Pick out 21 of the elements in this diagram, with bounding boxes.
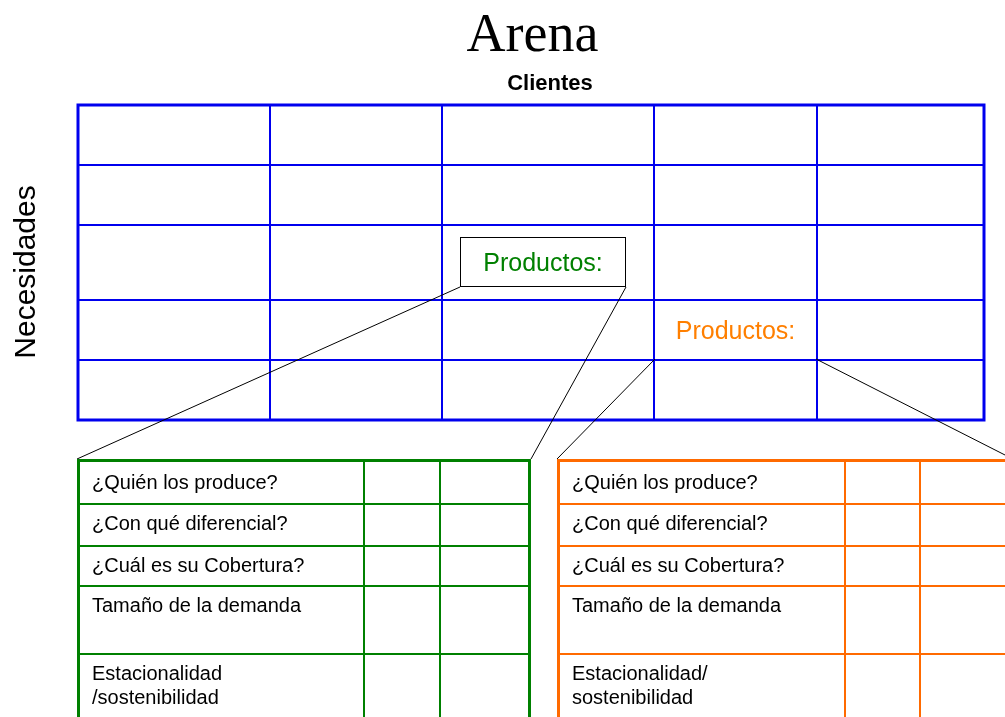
leader-line [556, 358, 656, 460]
row-label: Tamaño de la demanda [92, 593, 303, 617]
leader-line [530, 286, 627, 460]
question-table [557, 459, 1005, 717]
title: Arena [465, 2, 600, 64]
leader-line [815, 358, 1005, 456]
column-heading: Clientes [506, 70, 594, 96]
row-label: Estacionalidad /sostenibilidad [92, 661, 224, 709]
question-table [77, 459, 531, 717]
row-heading: Necesidades [8, 184, 42, 361]
row-label: ¿Con qué diferencial? [572, 511, 769, 535]
row-label: Estacionalidad/ sostenibilidad [572, 661, 709, 709]
row-label: Tamaño de la demanda [572, 593, 783, 617]
leader-line [76, 286, 461, 460]
row-label: ¿Cuál es su Cobertura? [92, 553, 306, 577]
product-label-box: Productos: [460, 237, 626, 287]
row-label: ¿Quién los produce? [92, 470, 279, 494]
row-label: ¿Quién los produce? [572, 470, 759, 494]
row-label: ¿Cuál es su Cobertura? [572, 553, 786, 577]
row-label: ¿Con qué diferencial? [92, 511, 289, 535]
product-label: Productos: [655, 301, 816, 359]
